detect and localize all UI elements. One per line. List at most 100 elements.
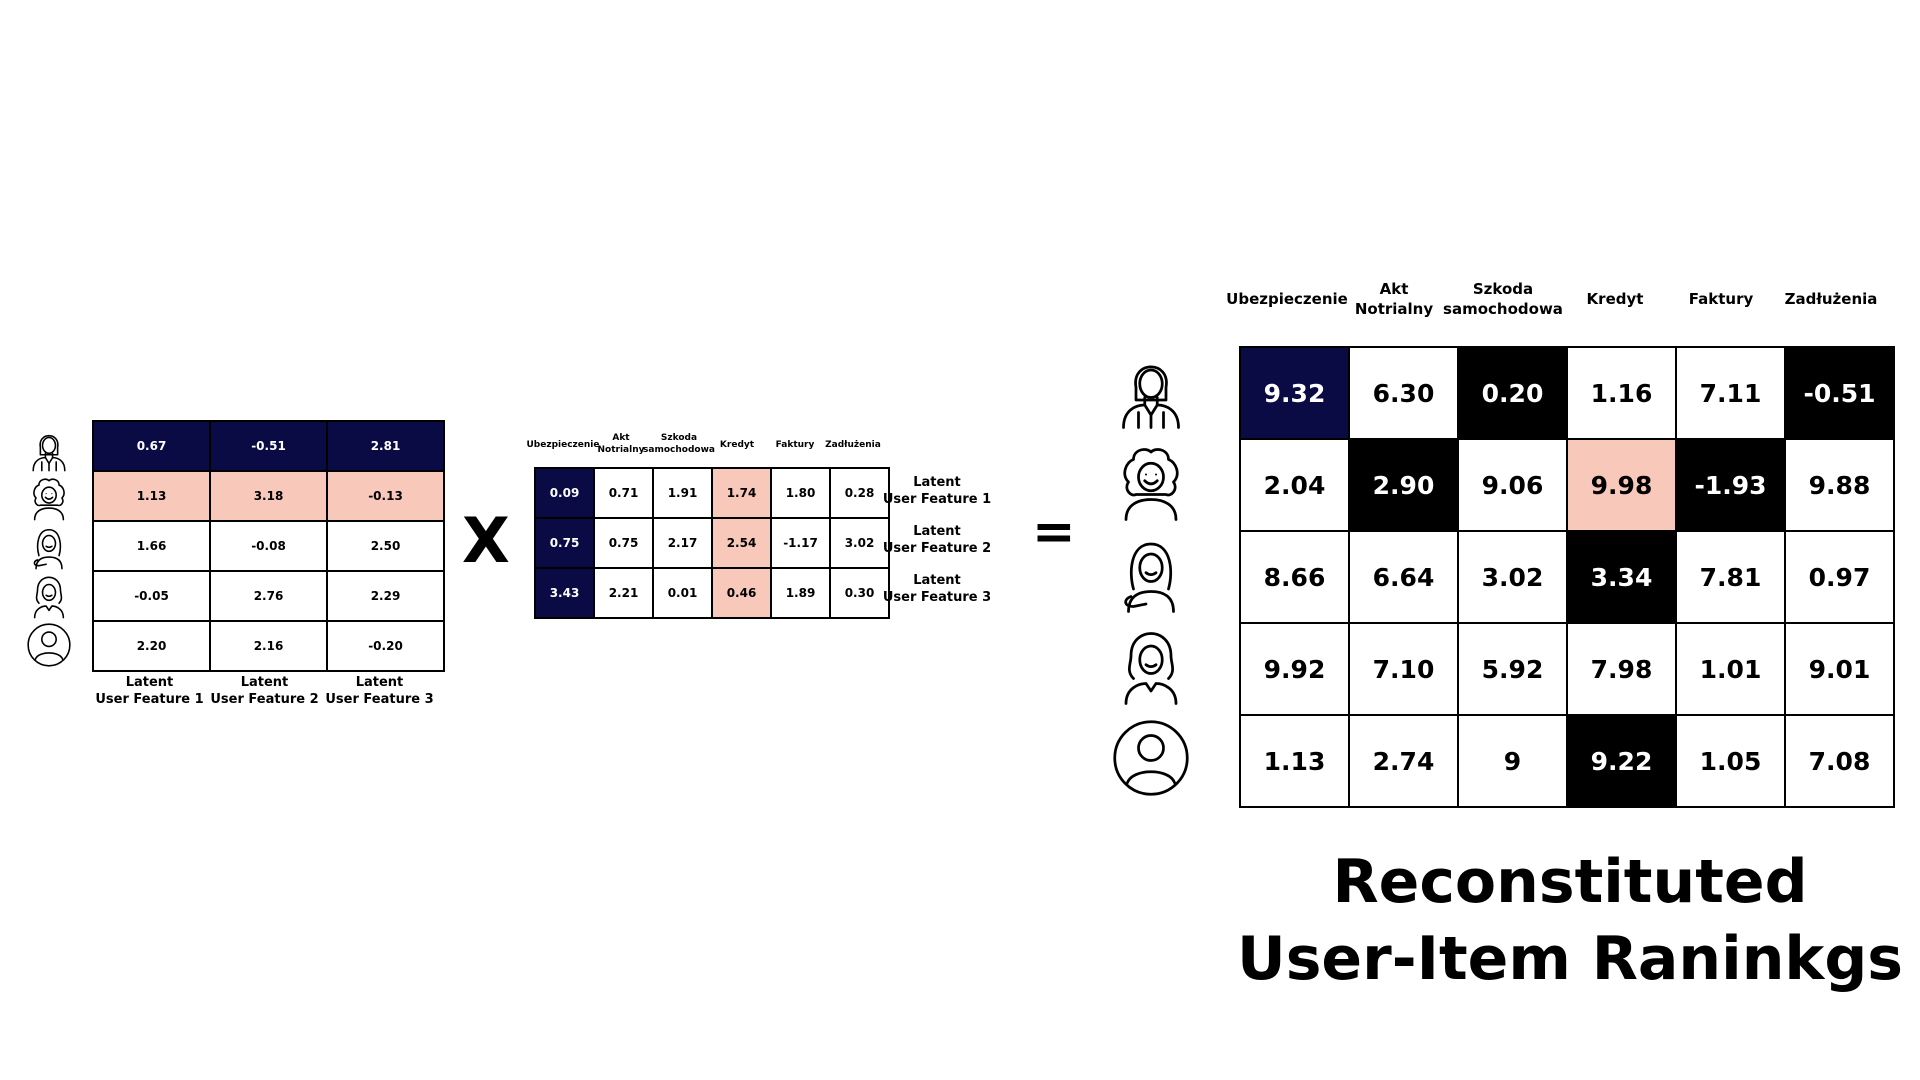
item-matrix-cell: 0.75	[593, 517, 654, 569]
item-matrix-cell: 2.54	[711, 517, 772, 569]
result-matrix-cell: 9.98	[1566, 438, 1677, 532]
item-matrix-column-label: Ubezpieczenie	[526, 440, 600, 450]
user-matrix-cell: 2.81	[326, 420, 445, 472]
result-matrix-cell: 9.88	[1784, 438, 1895, 532]
result-matrix-cell: 1.13	[1239, 714, 1350, 808]
user-matrix-cell: -0.20	[326, 620, 445, 672]
item-matrix-column-label: Kredyt	[719, 440, 755, 450]
user-matrix-cell: 0.67	[92, 420, 211, 472]
user-matrix-cell: -0.05	[92, 570, 211, 622]
result-matrix-cell: 1.01	[1675, 622, 1786, 716]
result-matrix-cell: 9.22	[1566, 714, 1677, 808]
woman-long-hair-icon	[26, 524, 72, 570]
user-matrix-cell: 2.50	[326, 520, 445, 572]
result-matrix-cell: 7.08	[1784, 714, 1895, 808]
result-matrix-column-label: Szkoda samochodowa	[1443, 280, 1563, 318]
user-matrix-column-label: Latent User Feature 1	[95, 675, 204, 707]
user-matrix-cell: -0.08	[209, 520, 328, 572]
curly-hair-woman-icon	[26, 475, 72, 521]
item-matrix-cell: -1.17	[770, 517, 831, 569]
result-matrix-cell: -0.51	[1784, 346, 1895, 440]
item-matrix-cell: 1.74	[711, 467, 772, 519]
result-matrix-cell: 7.98	[1566, 622, 1677, 716]
result-matrix-cell: 1.05	[1675, 714, 1786, 808]
result-matrix-cell: 6.30	[1348, 346, 1459, 440]
result-matrix-column-label: Akt Notrialny	[1354, 280, 1434, 318]
result-matrix-cell: 1.16	[1566, 346, 1677, 440]
user-matrix-cell: 1.13	[92, 470, 211, 522]
user-matrix-cell: 3.18	[209, 470, 328, 522]
user-matrix-cell: 2.20	[92, 620, 211, 672]
woman-wavy-hair-icon	[1111, 626, 1191, 706]
item-matrix-column-label: Szkoda samochodowa	[643, 433, 715, 455]
item-matrix-cell: 3.43	[534, 567, 595, 619]
result-matrix-cell: 6.64	[1348, 530, 1459, 624]
result-matrix-column-label: Kredyt	[1586, 290, 1644, 308]
item-matrix-row-label: Latent User Feature 2	[882, 524, 992, 556]
result-matrix-cell: 9	[1457, 714, 1568, 808]
item-matrix-cell: 0.30	[829, 567, 890, 619]
businesswoman-icon	[1111, 350, 1191, 430]
user-matrix-cell: 1.66	[92, 520, 211, 572]
user-matrix-column-label: Latent User Feature 2	[210, 675, 319, 707]
result-matrix-cell: 5.92	[1457, 622, 1568, 716]
result-matrix-cell: 2.04	[1239, 438, 1350, 532]
item-matrix-column-label: Faktury	[775, 440, 815, 450]
equals-operator: =	[1032, 502, 1076, 562]
item-matrix-cell: 3.02	[829, 517, 890, 569]
user-circle-icon	[26, 622, 72, 668]
item-matrix-cell: 0.71	[593, 467, 654, 519]
item-matrix-cell: 2.21	[593, 567, 654, 619]
result-matrix-cell: 9.06	[1457, 438, 1568, 532]
result-matrix-cell: -1.93	[1675, 438, 1786, 532]
result-matrix-cell: 7.81	[1675, 530, 1786, 624]
user-matrix-cell: -0.13	[326, 470, 445, 522]
item-matrix-column-label: Akt Notrialny	[597, 433, 645, 455]
user-matrix-cell: 2.29	[326, 570, 445, 622]
item-matrix-cell: 1.80	[770, 467, 831, 519]
user-matrix-cell: 2.16	[209, 620, 328, 672]
result-matrix-cell: 9.01	[1784, 622, 1895, 716]
result-matrix-cell: 9.92	[1239, 622, 1350, 716]
item-matrix-row-label: Latent User Feature 3	[882, 573, 992, 605]
result-matrix-cell: 3.02	[1457, 530, 1568, 624]
result-matrix-cell: 7.10	[1348, 622, 1459, 716]
user-matrix-cell: -0.51	[209, 420, 328, 472]
result-matrix-column-label: Faktury	[1688, 290, 1754, 308]
item-matrix-column-label: Zadłużenia	[825, 440, 881, 450]
woman-wavy-hair-icon	[26, 573, 72, 619]
businesswoman-icon	[26, 426, 72, 472]
result-matrix-cell: 2.74	[1348, 714, 1459, 808]
result-matrix-cell: 8.66	[1239, 530, 1350, 624]
result-matrix-cell: 0.20	[1457, 346, 1568, 440]
woman-long-hair-icon	[1111, 534, 1191, 614]
item-matrix-cell: 0.09	[534, 467, 595, 519]
item-matrix-cell: 0.46	[711, 567, 772, 619]
item-matrix-row-label: Latent User Feature 1	[882, 475, 992, 507]
item-matrix-cell: 2.17	[652, 517, 713, 569]
item-matrix-cell: 1.91	[652, 467, 713, 519]
item-matrix-cell: 0.75	[534, 517, 595, 569]
item-matrix-cell: 1.89	[770, 567, 831, 619]
result-matrix-cell: 3.34	[1566, 530, 1677, 624]
result-matrix-cell: 9.32	[1239, 346, 1350, 440]
item-matrix-cell: 0.28	[829, 467, 890, 519]
curly-hair-woman-icon	[1111, 442, 1191, 522]
page-title: Reconstituted User-Item Raninkgs	[1237, 847, 1903, 994]
result-matrix-column-label: Zadłużenia	[1784, 290, 1878, 308]
